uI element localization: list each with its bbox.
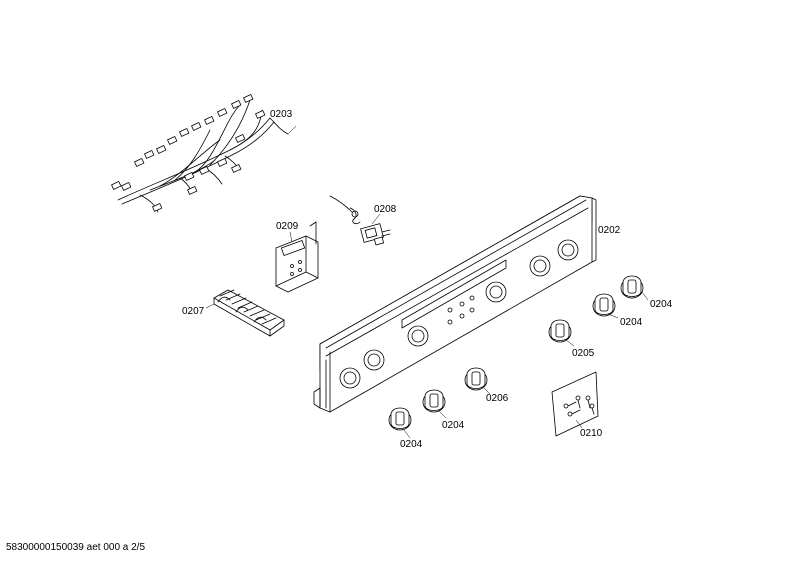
callout-0210: 0210 bbox=[580, 428, 603, 439]
screw-icons bbox=[563, 395, 595, 417]
terminal-block: 0207 bbox=[182, 289, 285, 337]
callout-0207: 0207 bbox=[182, 306, 205, 317]
callout-0204-c: 0204 bbox=[400, 439, 423, 450]
screw-set: 0210 bbox=[551, 371, 603, 439]
control-knob-bottom-a: 0204 bbox=[388, 407, 423, 450]
callout-0204-b: 0204 bbox=[620, 317, 643, 328]
control-knob-right-low: 0204 bbox=[592, 293, 643, 328]
callout-0209: 0209 bbox=[276, 221, 299, 232]
drawing-code: 58300000150039 aet 000 a 2/5 bbox=[6, 542, 146, 553]
callout-0204-a: 0204 bbox=[650, 299, 673, 310]
control-knob-right-top: 0204 bbox=[620, 275, 673, 310]
control-knob-mid: 0205 bbox=[548, 319, 595, 359]
callout-0206: 0206 bbox=[486, 393, 509, 404]
panel-knob-holes bbox=[339, 239, 579, 389]
control-panel: 0202 bbox=[313, 195, 621, 413]
electronic-module: 0209 bbox=[275, 221, 319, 293]
callout-0205: 0205 bbox=[572, 348, 595, 359]
callout-0203: 0203 bbox=[270, 109, 293, 120]
callout-0204-d: 0204 bbox=[442, 420, 465, 431]
wiring-harness: 0203 bbox=[111, 94, 297, 213]
callout-0202: 0202 bbox=[598, 225, 621, 236]
control-knob-center: 0206 bbox=[464, 367, 509, 404]
control-knob-bottom-b: 0204 bbox=[422, 389, 465, 431]
callout-0208: 0208 bbox=[374, 204, 397, 215]
thermostat: 0208 bbox=[329, 195, 397, 246]
